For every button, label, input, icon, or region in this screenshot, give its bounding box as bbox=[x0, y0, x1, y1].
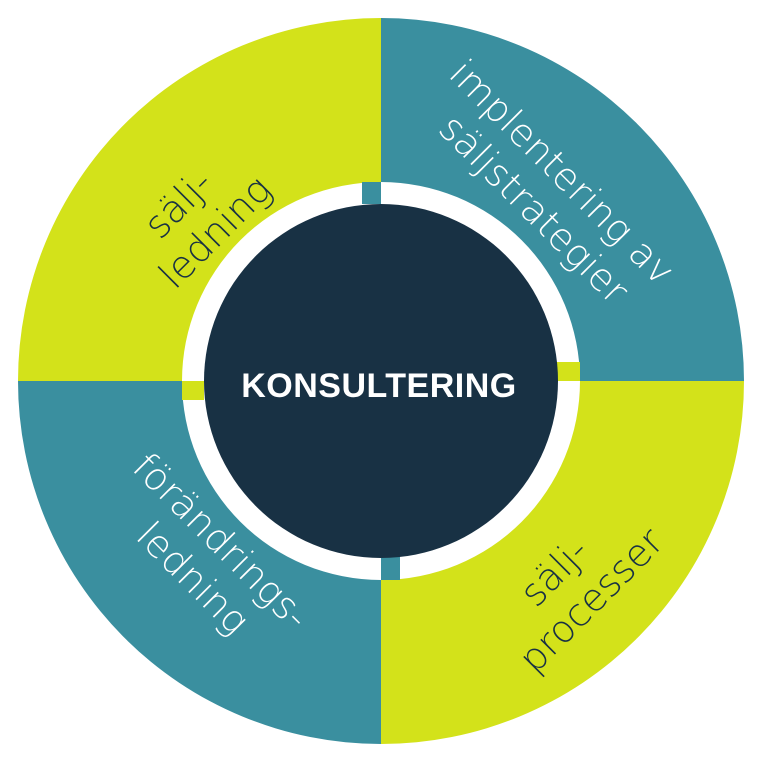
segment-top-left bbox=[18, 18, 381, 381]
center-label: KONSULTERING bbox=[241, 367, 516, 405]
notch-left bbox=[182, 381, 204, 400]
notch-top bbox=[362, 182, 381, 204]
notch-right bbox=[556, 362, 580, 381]
segment-bottom-left bbox=[18, 381, 381, 744]
segment-bottom-right bbox=[381, 381, 744, 744]
segment-top-right bbox=[381, 18, 744, 381]
notch-bottom bbox=[381, 556, 400, 580]
center-disc bbox=[204, 204, 558, 558]
